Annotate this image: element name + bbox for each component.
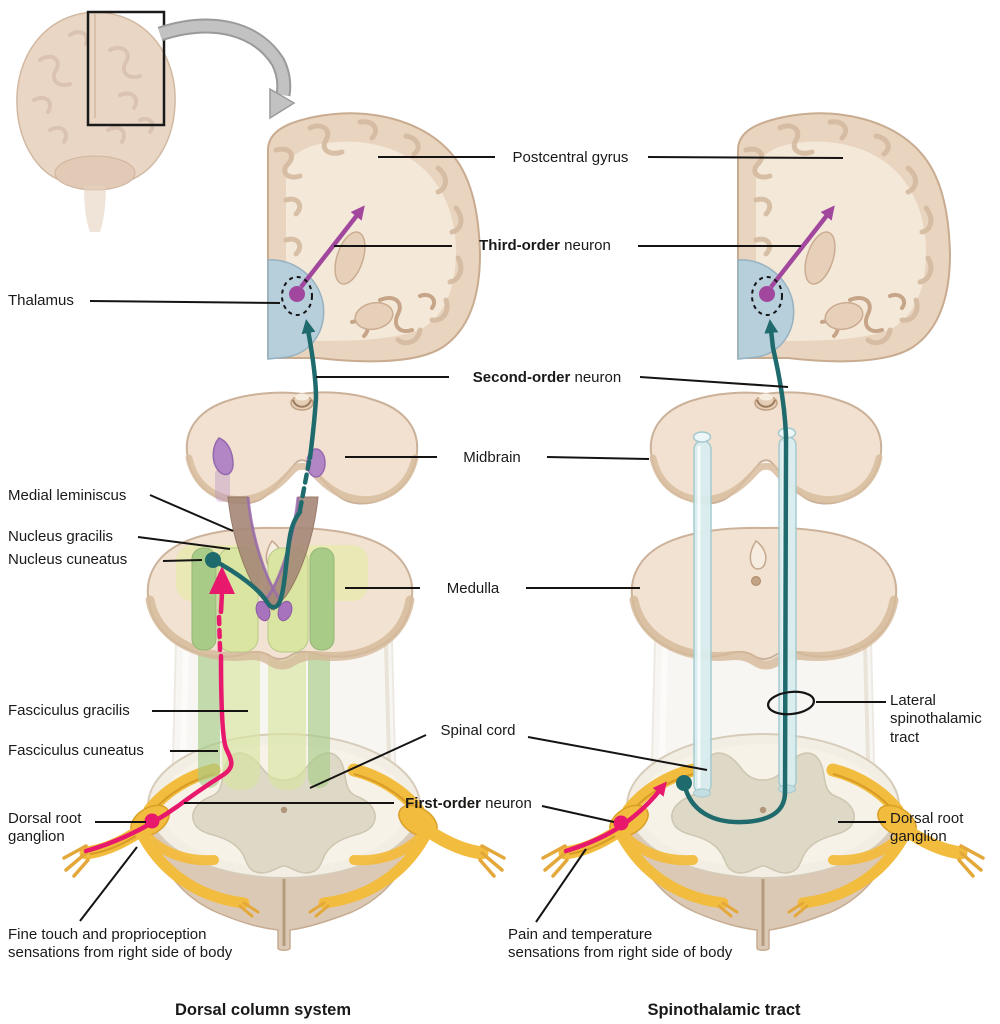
coronal-section-right	[738, 113, 950, 361]
leader-midbrain-right	[546, 456, 650, 460]
thalamus-label: Thalamus	[8, 292, 74, 309]
leader-nucleus-cuneatus	[162, 559, 203, 562]
spinothalamic-tract-title: Spinothalamic tract	[647, 1001, 801, 1019]
midbrain-label: Midbrain	[463, 449, 521, 466]
second-order-neuron-label: Second-order neuron	[472, 369, 622, 386]
dorsal-column-system-title: Dorsal column system	[174, 1001, 352, 1019]
leader-lines	[79, 156, 886, 923]
pathway-first-order-right	[563, 781, 667, 854]
coronal-section-left	[268, 113, 480, 361]
overview-highlight-rect	[86, 10, 166, 127]
medulla-label: Medulla	[446, 580, 500, 597]
spinal-cord-label: Spinal cord	[440, 722, 516, 739]
lateral-spinothalamic-tract-label: Lateral spinothalamic tract	[890, 692, 982, 746]
leader-postcentral-right	[647, 156, 844, 159]
leader-nucleus-gracilis	[137, 536, 231, 550]
fasciculus-gracilis-label: Fasciculus gracilis	[8, 702, 130, 719]
tract-annotation-ellipse	[766, 690, 816, 716]
overview-arrow	[157, 18, 296, 120]
nucleus-gracilis-label: Nucleus gracilis	[8, 528, 114, 545]
spinal-cord-right	[543, 640, 983, 950]
pathway-second-order-left	[205, 319, 319, 610]
medial-leminiscus-label: Medial leminiscus	[8, 487, 127, 504]
medulla-section-right	[632, 528, 896, 665]
leader-medial-leminiscus	[149, 494, 234, 532]
midbrain-section-right	[651, 392, 881, 503]
leader-pain-temp	[535, 848, 587, 923]
third-order-neuron-label: Third-order neuron	[479, 237, 611, 254]
leader-first-order-right	[541, 805, 615, 823]
postcentral-gyrus-label: Postcentral gyrus	[512, 149, 629, 166]
leader-thalamus	[89, 300, 281, 304]
pain-temperature-caption: Pain and temperature sensations from rig…	[508, 926, 733, 962]
pathway-first-order-left	[83, 566, 235, 854]
leader-spinal-cord-right	[527, 736, 708, 771]
fasciculus-cuneatus-label: Fasciculus cuneatus	[8, 742, 144, 759]
leader-spinal-cord-left	[309, 734, 427, 789]
nucleus-cuneatus-label: Nucleus cuneatus	[8, 551, 128, 568]
first-order-neuron-label: First-order neuron	[405, 795, 532, 812]
brain-overview	[16, 10, 296, 232]
fine-touch-caption: Fine touch and proprioception sensations…	[8, 926, 233, 962]
dorsal-root-ganglion-right-label: Dorsal root ganglion	[890, 810, 964, 846]
dorsal-root-ganglion-left-label: Dorsal root ganglion	[8, 810, 82, 846]
leader-second-order-right	[639, 376, 789, 388]
leader-fine-touch	[79, 846, 138, 922]
